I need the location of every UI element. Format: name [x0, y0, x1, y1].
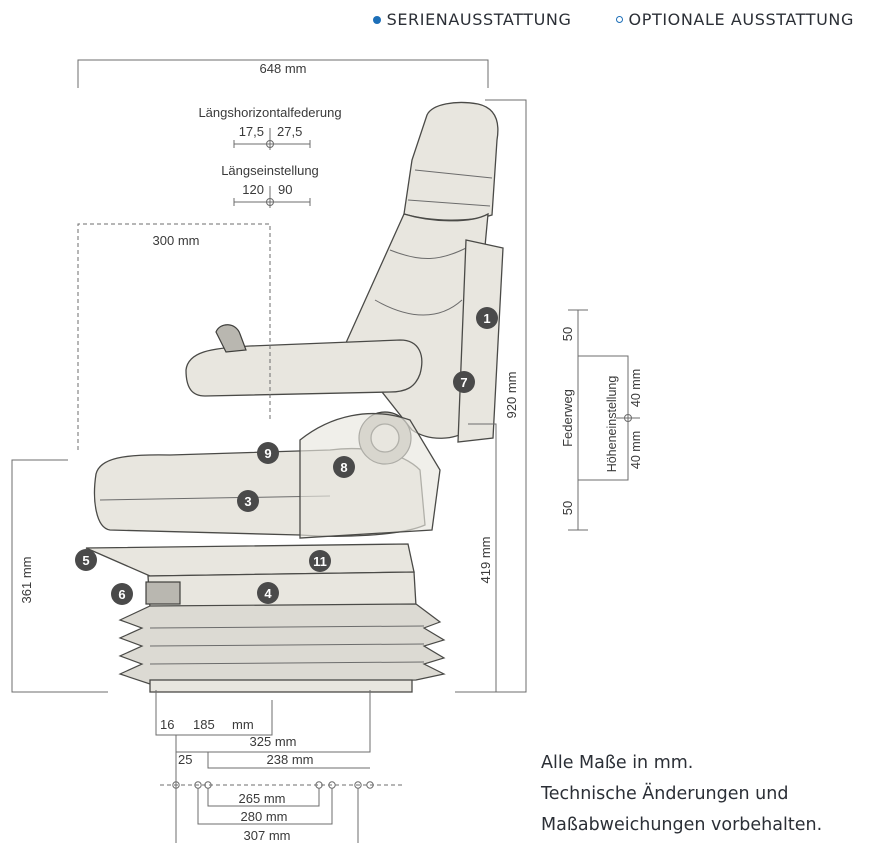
armrest	[185, 339, 423, 397]
bottom-frame	[149, 679, 413, 693]
height-adjust-down: 40 mm	[629, 431, 643, 469]
svg-text:5: 5	[82, 553, 89, 568]
legend-optional: OPTIONALE AUSSTATTUNG	[615, 10, 855, 29]
base-325: 325 mm	[250, 734, 297, 749]
horizontal-suspension-label: Längshorizontalfederung	[198, 105, 341, 120]
bellows	[118, 603, 446, 685]
horizontal-suspension-right: 27,5	[277, 124, 302, 139]
seat-illustration	[85, 101, 504, 693]
badge-8: 8	[333, 456, 355, 478]
badge-9: 9	[257, 442, 279, 464]
base-plate	[85, 543, 415, 577]
footnote-line-3: Maßabweichungen vorbehalten.	[541, 815, 823, 835]
footnote: Alle Maße in mm. Technische Änderungen u…	[541, 748, 822, 841]
legend-optional-label: OPTIONALE AUSSTATTUNG	[628, 10, 854, 29]
height-361: 361 mm	[19, 557, 34, 604]
depth-300: 300 mm	[153, 233, 200, 248]
badge-11: 11	[309, 550, 331, 572]
badge-7: 7	[453, 371, 475, 393]
svg-text:8: 8	[340, 460, 347, 475]
longitudinal-adjust-right: 90	[278, 182, 292, 197]
badge-3: 3	[237, 490, 259, 512]
svg-text:11: 11	[313, 554, 327, 569]
armrest-lever	[215, 324, 247, 353]
side-cover	[299, 412, 441, 539]
travel-bottom: 50	[560, 501, 575, 515]
footnote-line-2: Technische Änderungen und	[541, 784, 789, 804]
headrest	[403, 101, 499, 221]
width-total: 648 mm	[260, 61, 307, 76]
dimension-texts: 648 mm Längshorizontalfederung 17,5 27,5…	[19, 61, 643, 843]
base-185: 185	[193, 717, 215, 732]
hole-265: 265 mm	[239, 791, 286, 806]
svg-text:7: 7	[460, 375, 467, 390]
svg-text:1: 1	[483, 311, 490, 326]
svg-text:9: 9	[264, 446, 271, 461]
horizontal-suspension-left: 17,5	[239, 124, 264, 139]
base-16: 16	[160, 717, 174, 732]
height-adjust-up: 40 mm	[629, 369, 643, 407]
badge-6: 6	[111, 583, 133, 605]
svg-text:3: 3	[244, 494, 251, 509]
open-dot-icon	[615, 16, 623, 23]
base-185-unit: mm	[232, 717, 254, 732]
filled-dot-icon	[372, 15, 381, 24]
height-total: 920 mm	[504, 372, 519, 419]
legend-standard-label: SERIENAUSSTATTUNG	[386, 10, 572, 29]
base-25: 25	[178, 752, 192, 767]
dimension-lines	[11, 59, 640, 843]
travel-label: Federweg	[560, 389, 575, 447]
svg-text:6: 6	[118, 587, 125, 602]
height-adjust-label: Höheneinstellung	[605, 376, 619, 473]
slide-rail	[147, 571, 417, 609]
svg-text:4: 4	[264, 586, 272, 601]
badge-4: 4	[257, 582, 279, 604]
backrest-panel	[457, 239, 504, 443]
travel-top: 50	[560, 327, 575, 341]
height-419: 419 mm	[478, 537, 493, 584]
hole-307: 307 mm	[244, 828, 291, 843]
legend: SERIENAUSSTATTUNG OPTIONALE AUSSTATTUNG	[372, 10, 855, 29]
badge-1: 1	[476, 307, 498, 329]
footnote-line-1: Alle Maße in mm.	[541, 753, 694, 773]
hole-280: 280 mm	[241, 809, 288, 824]
badge-5: 5	[75, 549, 97, 571]
legend-standard: SERIENAUSSTATTUNG	[372, 10, 572, 29]
lever-housing	[145, 581, 181, 605]
longitudinal-adjust-label: Längseinstellung	[221, 163, 319, 178]
longitudinal-adjust-left: 120	[242, 182, 264, 197]
base-238: 238 mm	[267, 752, 314, 767]
